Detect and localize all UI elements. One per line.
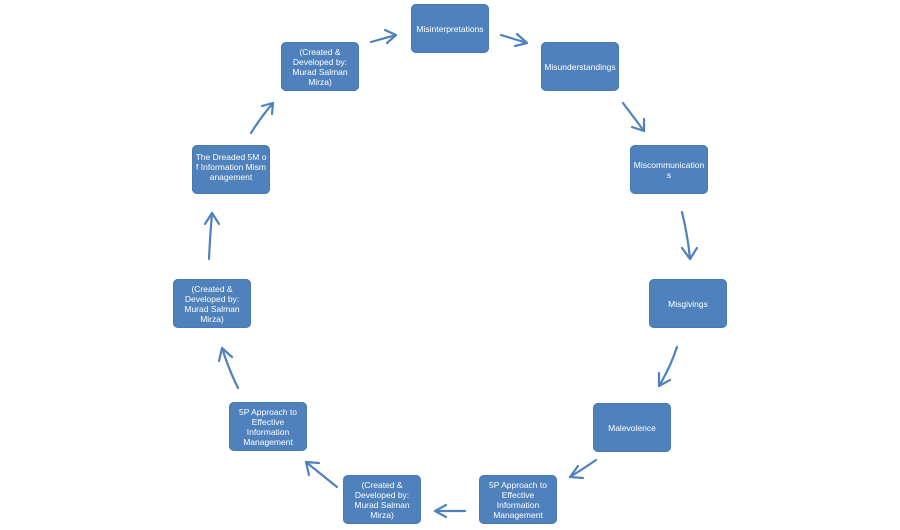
arrow-n11-n1 xyxy=(369,28,398,45)
arrow-shaft xyxy=(680,210,692,261)
arrow-head xyxy=(568,464,585,480)
arrow-shaft xyxy=(220,346,240,390)
arrow-n2-n3 xyxy=(621,101,646,133)
arrow-n8-n9 xyxy=(217,346,240,390)
node-label: Misunderstandings xyxy=(544,61,616,72)
arrow-n9-n10 xyxy=(203,211,221,261)
node-misinterpretations: Misinterpretations xyxy=(411,4,489,53)
node-malevolence: Malevolence xyxy=(593,403,671,452)
arrow-head xyxy=(260,101,275,116)
arrow-head xyxy=(304,460,321,477)
arrow-shaft xyxy=(249,101,275,135)
arrow-shaft xyxy=(621,101,646,133)
arrow-head xyxy=(630,117,646,133)
arrow-head xyxy=(657,371,672,388)
node-label: (Created & Developed by: Murad Salman Mi… xyxy=(292,46,348,87)
arrow-shaft xyxy=(304,460,339,489)
arrow-head xyxy=(513,32,529,48)
arrow-n6-n7 xyxy=(433,503,467,519)
arrow-head xyxy=(680,246,699,261)
arrow-shaft xyxy=(568,458,598,479)
node-dreaded-5m: The Dreaded 5M of Information Mismanagem… xyxy=(192,145,270,194)
arrow-shaft xyxy=(207,211,214,261)
node-label: 5P Approach to Effective Information Man… xyxy=(239,406,297,447)
node-label: (Created & Developed by: Murad Salman Mi… xyxy=(184,283,240,324)
node-miscommunications: Miscommunications xyxy=(630,145,708,194)
node-label: Misgivings xyxy=(668,298,708,309)
node-credits-bottom: (Created & Developed by: Murad Salman Mi… xyxy=(343,475,421,524)
arrow-head xyxy=(433,503,448,519)
arrow-n5-n6 xyxy=(568,458,598,480)
arrow-n10-n11 xyxy=(249,101,275,135)
node-5p-approach-bottom: 5P Approach to Effective Information Man… xyxy=(479,475,557,524)
node-misgivings: Misgivings xyxy=(649,279,727,328)
node-label: Malevolence xyxy=(608,422,656,433)
arrow-n7-n8 xyxy=(304,460,339,489)
arrow-head xyxy=(217,346,234,363)
node-label: (Created & Developed by: Murad Salman Mi… xyxy=(354,479,410,520)
arrow-head xyxy=(203,211,221,226)
arrow-shaft xyxy=(369,33,398,44)
node-label: 5P Approach to Effective Information Man… xyxy=(489,479,547,520)
node-label: The Dreaded 5M of Information Mismanagem… xyxy=(195,151,267,182)
node-5p-approach-left: 5P Approach to Effective Information Man… xyxy=(229,402,307,451)
arrow-shaft xyxy=(499,33,529,45)
arrow-n1-n2 xyxy=(499,32,529,48)
arrow-shaft xyxy=(657,345,679,388)
node-label: Miscommunications xyxy=(633,159,705,180)
node-misunderstandings: Misunderstandings xyxy=(541,42,619,91)
node-label: Misinterpretations xyxy=(416,23,484,34)
node-credits-left: (Created & Developed by: Murad Salman Mi… xyxy=(173,279,251,328)
arrow-n3-n4 xyxy=(680,210,699,261)
arrow-n4-n5 xyxy=(657,345,679,388)
arrow-head xyxy=(383,28,398,45)
node-credits-top: (Created & Developed by: Murad Salman Mi… xyxy=(281,42,359,91)
